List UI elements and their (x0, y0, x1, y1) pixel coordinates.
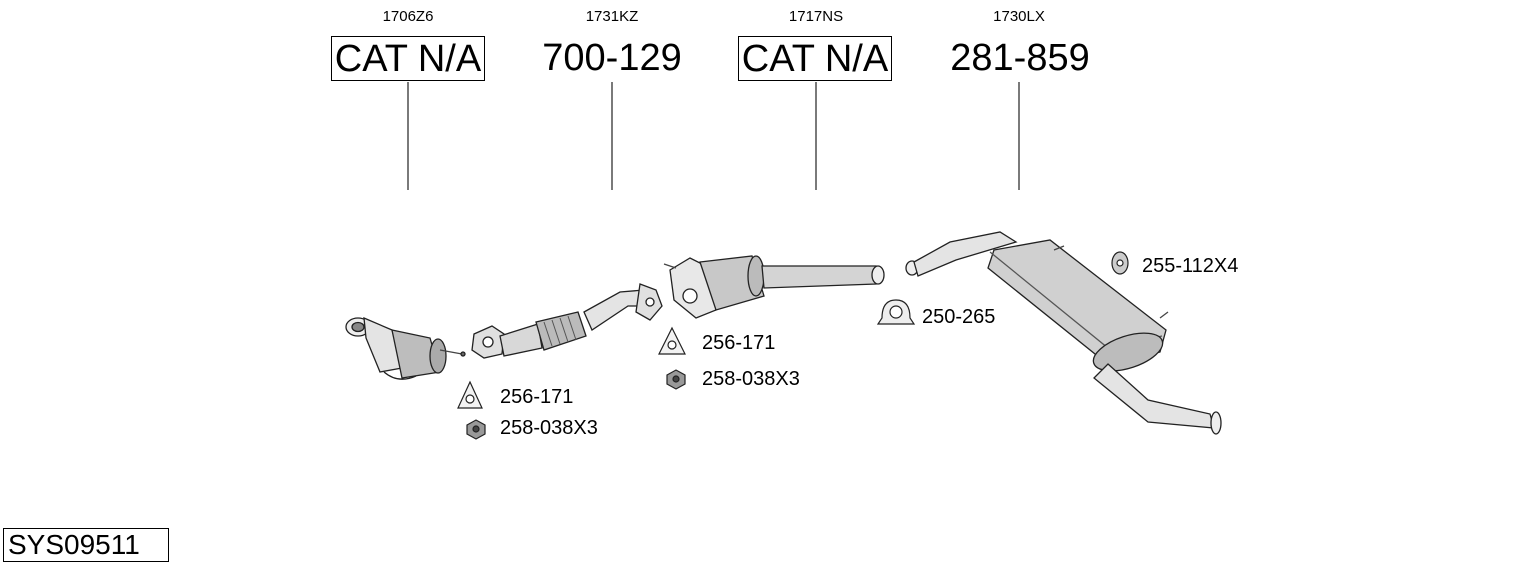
part-number[interactable]: 700-129 (542, 37, 682, 79)
oem-code: 1706Z6 (382, 8, 434, 25)
clamp-icon (876, 299, 916, 325)
accessory-label[interactable]: 250-265 (922, 306, 996, 328)
nut-icon (466, 419, 486, 440)
part-number-box[interactable]: CAT N/A (738, 36, 892, 81)
accessory-label[interactable]: 258-038X3 (500, 417, 598, 439)
system-code: SYS09511 (3, 528, 169, 562)
part-number[interactable]: 281-859 (950, 37, 1090, 79)
nut-icon (666, 369, 686, 390)
accessory-label[interactable]: 258-038X3 (702, 368, 800, 390)
rubber-hanger-icon (1111, 251, 1129, 275)
part-number-box[interactable]: CAT N/A (331, 36, 485, 81)
front-pipe-part (471, 283, 663, 359)
oem-code: 1717NS (788, 8, 844, 25)
oem-code: 1730LX (993, 8, 1045, 25)
rear-silencer-part (905, 231, 1222, 435)
front-catalyst-part (345, 316, 466, 380)
gasket-triangle-icon (658, 326, 686, 355)
accessory-label[interactable]: 256-171 (500, 386, 574, 408)
oem-code: 1731KZ (585, 8, 639, 25)
accessory-label[interactable]: 256-171 (702, 332, 776, 354)
rear-catalyst-part (663, 255, 885, 319)
gasket-triangle-icon (457, 380, 483, 409)
accessory-label[interactable]: 255-112X4 (1142, 255, 1239, 277)
